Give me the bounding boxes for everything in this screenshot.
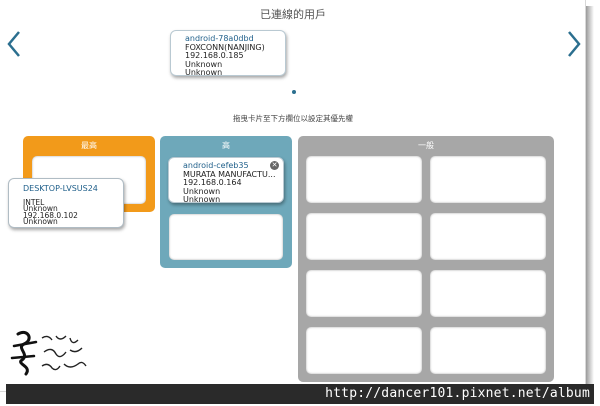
device-ip: 192.168.0.185 xyxy=(185,51,244,60)
page-indicator-dot[interactable] xyxy=(292,90,296,94)
chevron-right-icon xyxy=(568,31,581,57)
device-name: android-78a0dbd xyxy=(185,34,254,43)
column-title: 一般 xyxy=(418,141,434,150)
drop-slot[interactable] xyxy=(169,214,283,260)
frame-shadow xyxy=(586,6,594,398)
app-window: 已連線的用戶 android-78a0dbd FOXCONN(NANJING) … xyxy=(0,0,586,392)
column-title: 最高 xyxy=(81,141,97,150)
device-info: Unknown xyxy=(183,195,221,204)
prev-page-button[interactable] xyxy=(6,30,22,58)
priority-column-normal: 一般 xyxy=(298,136,554,382)
device-info: Unknown xyxy=(23,217,58,226)
drop-slot[interactable] xyxy=(430,327,546,374)
page-title: 已連線的用戶 xyxy=(260,8,326,21)
device-info: Unknown xyxy=(185,68,223,77)
device-info: Unknown xyxy=(185,59,223,69)
drop-slot[interactable] xyxy=(430,156,546,203)
device-card[interactable]: ✕ android-cefeb35 MURATA MANUFACTU... 19… xyxy=(168,157,284,204)
dragging-device-card[interactable]: DESKTOP-LVSUS24 INTEL Unknown 192.168.0.… xyxy=(8,178,124,228)
device-ip: 192.168.0.164 xyxy=(183,178,242,187)
device-vendor: FOXCONN(NANJING) xyxy=(185,42,265,52)
instruction-text: 拖曳卡片至下方欄位以設定其優先權 xyxy=(233,114,353,123)
drop-slot[interactable] xyxy=(430,270,546,317)
close-icon[interactable]: ✕ xyxy=(270,161,279,170)
device-info: Unknown xyxy=(23,204,58,213)
device-name: DESKTOP-LVSUS24 xyxy=(23,184,98,193)
device-ip: 192.168.0.102 xyxy=(23,210,78,220)
device-vendor: MURATA MANUFACTU... xyxy=(183,169,276,179)
drop-slot[interactable] xyxy=(306,213,422,260)
device-vendor: INTEL xyxy=(23,197,45,207)
drop-slot[interactable] xyxy=(306,327,422,374)
drop-slot[interactable] xyxy=(430,213,546,260)
watermark-url: http://dancer101.pixnet.net/album xyxy=(325,386,590,401)
column-title: 高 xyxy=(222,141,230,150)
device-info: Unknown xyxy=(183,186,221,196)
drop-slot[interactable] xyxy=(306,156,422,203)
chevron-left-icon xyxy=(7,31,20,57)
drop-slot[interactable] xyxy=(306,270,422,317)
watermark-bar xyxy=(6,384,594,404)
device-name: android-cefeb35 xyxy=(183,161,249,170)
device-card[interactable]: android-78a0dbd FOXCONN(NANJING) 192.168… xyxy=(170,30,286,77)
next-page-button[interactable] xyxy=(566,30,582,58)
calligraphy-logo xyxy=(10,330,87,376)
